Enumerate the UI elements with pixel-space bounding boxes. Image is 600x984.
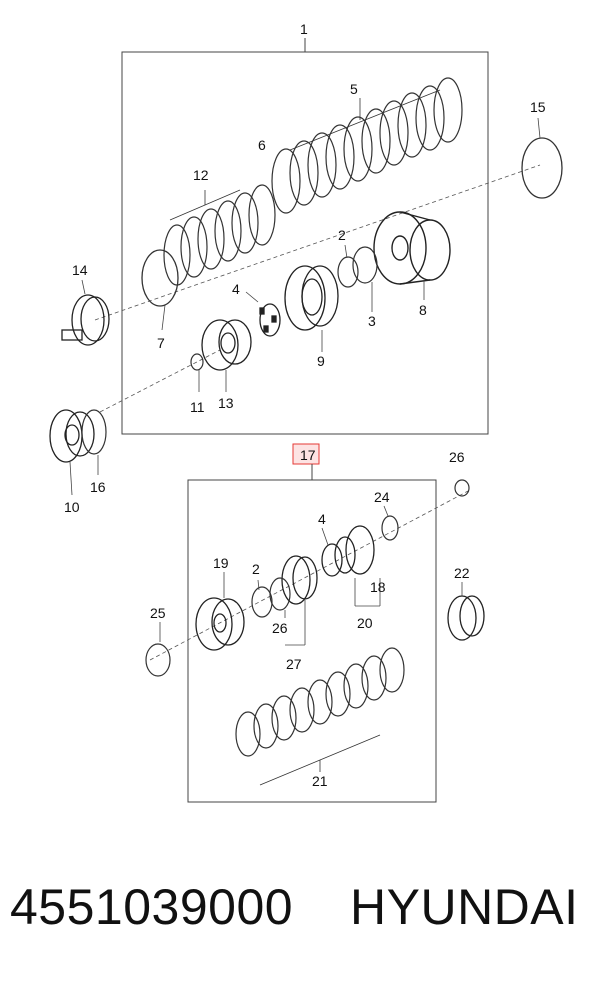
assembly-17-label-highlight	[292, 443, 320, 465]
o-ring-2	[337, 256, 359, 288]
callout-11: 11	[190, 399, 205, 415]
snap-ring-11	[190, 353, 204, 371]
bearing-4	[259, 303, 281, 337]
callout-27: 27	[286, 656, 302, 672]
callout-3: 3	[368, 313, 376, 329]
gear-23	[447, 595, 485, 641]
bearing-assembly-18	[321, 525, 375, 577]
callout-5: 5	[350, 81, 358, 97]
snap-ring-25	[454, 479, 470, 497]
assembly-17-frame	[187, 479, 437, 803]
assembly-1-frame	[121, 51, 489, 435]
callout-19: 19	[213, 555, 229, 571]
snap-ring-24	[145, 643, 171, 677]
callout-13: 13	[218, 395, 234, 411]
callout-20: 20	[357, 615, 373, 631]
callout-24: 25	[150, 605, 166, 621]
snap-ring-7	[141, 249, 179, 307]
callout-16: 16	[90, 479, 106, 495]
callout-6: 6	[258, 137, 266, 153]
assembly-1: 1	[49, 21, 563, 515]
sprocket-14	[61, 294, 110, 346]
callout-26: 26	[272, 620, 288, 636]
callout-23: 22	[454, 565, 470, 581]
assembly-1-label: 1	[300, 21, 308, 37]
o-ring-3	[352, 246, 378, 284]
callout-2b: 2	[252, 561, 260, 577]
callout-8: 8	[419, 302, 427, 318]
callout-14: 14	[72, 262, 88, 278]
seal-ring-16	[81, 409, 107, 455]
callout-9: 9	[317, 353, 325, 369]
hub-19	[195, 597, 245, 651]
callout-12: 12	[193, 167, 209, 183]
callout-15: 15	[530, 99, 546, 115]
o-ring-2b	[251, 586, 273, 618]
piston-10	[49, 409, 95, 463]
assembly-17-label: 17	[300, 447, 316, 463]
callout-4: 4	[232, 281, 240, 297]
o-ring-27	[269, 577, 291, 611]
clutch-disc-pack-12	[163, 184, 276, 286]
seal-ring-15	[521, 137, 563, 199]
callout-4b: 4	[318, 511, 326, 527]
callout-7: 7	[157, 335, 165, 351]
assembly-17: 17	[145, 443, 485, 803]
callout-2: 2	[338, 227, 346, 243]
callout-18: 18	[370, 579, 386, 595]
clutch-drum-8	[373, 211, 451, 285]
callout-21: 21	[312, 773, 328, 789]
ring-22	[381, 515, 399, 541]
callout-22: 24	[374, 489, 390, 505]
brand-name: HYUNDAI	[350, 879, 579, 935]
piston-9	[284, 265, 339, 331]
clutch-disc-pack	[271, 77, 463, 214]
piston-26	[281, 555, 318, 605]
part-number: 4551039000	[10, 879, 294, 935]
callout-25: 26	[449, 449, 465, 465]
clutch-disc-pack-21	[235, 647, 405, 757]
hub-13	[201, 319, 252, 371]
callout-10: 10	[64, 499, 80, 515]
